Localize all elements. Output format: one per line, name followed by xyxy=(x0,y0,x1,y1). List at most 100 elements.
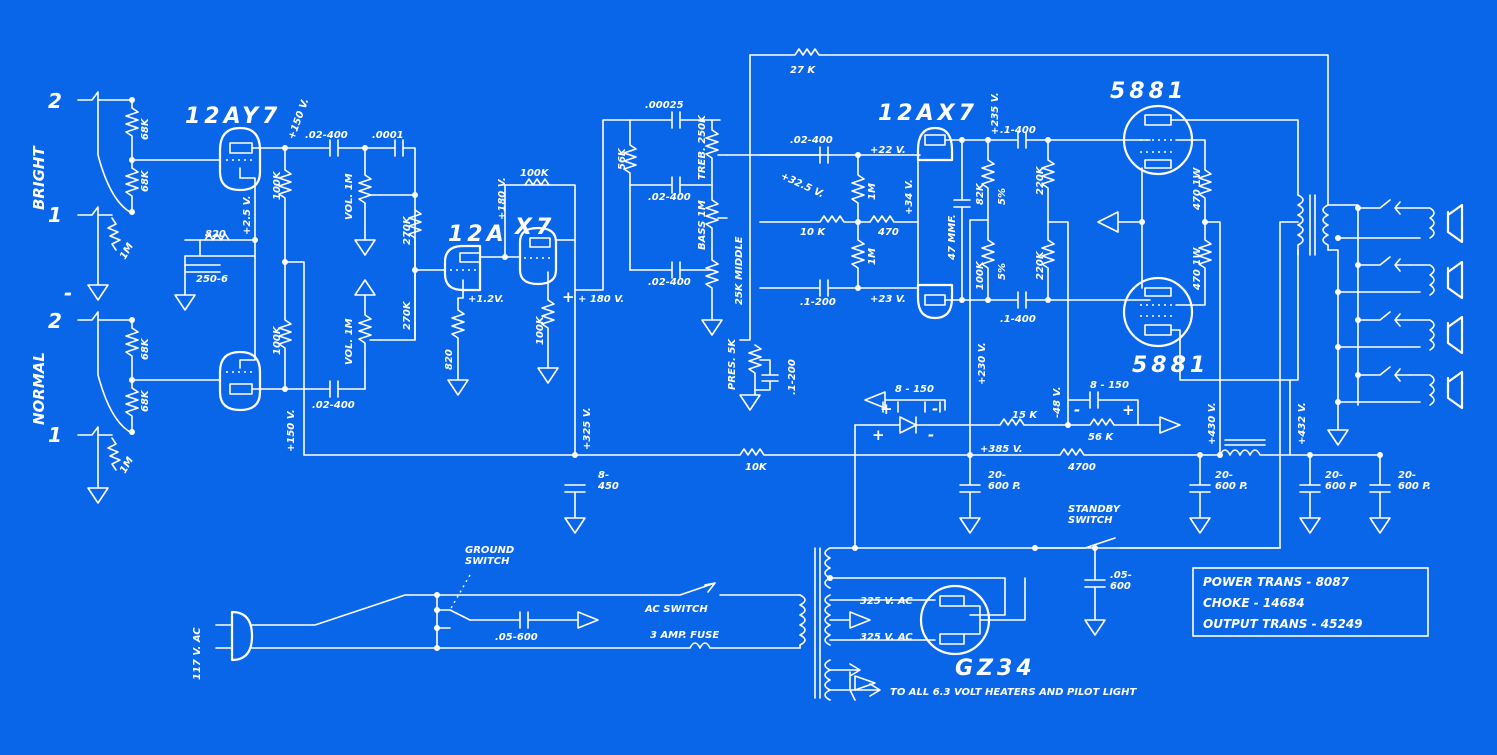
presence-label: PRES. 5K xyxy=(727,338,738,390)
power-supply-rail: 8 - 150 + - + - 15 K -48 V. 56 K 8 - 150… xyxy=(303,379,1431,549)
capacitor-02-400-c xyxy=(629,176,713,194)
resistor-1m-d xyxy=(851,221,865,289)
hv-winding-1 xyxy=(824,547,831,589)
tube-v5-label: 5881 xyxy=(1132,353,1209,378)
voltage-180-b-label: + 180 V. xyxy=(578,294,624,305)
capacitor-05-600-b xyxy=(469,611,579,629)
voltage-1-2-label: +1.2V. xyxy=(468,294,504,305)
plus-sign: + xyxy=(880,400,893,418)
bass-pot[interactable] xyxy=(705,184,719,251)
tolerance-5-a-label: 5% xyxy=(997,188,1008,205)
middle-label: 25K MIDDLE xyxy=(734,236,745,305)
speaker-jack[interactable] xyxy=(1337,366,1421,403)
voltage-430-label: +430 V. xyxy=(1207,402,1218,445)
resistor-68k-b xyxy=(125,159,139,213)
treble-label: TREB. 250K xyxy=(697,114,708,180)
capacitor-02-400-d-label: .02-400 xyxy=(648,277,691,288)
voltage-180-a-label: +180 V. xyxy=(497,177,508,220)
legend-power-transformer: POWER TRANS - 8087 xyxy=(1203,575,1350,589)
rectifier-plates xyxy=(829,599,936,641)
tolerance-5-b-label: 5% xyxy=(997,263,1008,280)
tube-v2-a-envelope xyxy=(443,244,482,292)
capacitor-47mmf xyxy=(953,139,971,301)
jack-normal-2[interactable] xyxy=(77,311,133,321)
junction-dot xyxy=(1092,545,1098,551)
output-transformer-primary xyxy=(1297,194,1304,256)
resistor-100k-e-label: 100K xyxy=(975,260,986,290)
ac-line-hot xyxy=(251,594,438,651)
tube-v2-section: 12A X7 100K +180 V. +1.2V. 820 100K + + … xyxy=(443,119,631,534)
normal-channel-label: NORMAL xyxy=(30,352,48,425)
voltage-2-5-label: +2.5 V. xyxy=(242,195,253,235)
resistor-470-c-label: 470 1W xyxy=(1192,247,1203,291)
bias-diode xyxy=(854,416,1001,434)
resistor-1m-a-label: 1M xyxy=(118,241,136,261)
voice-coil xyxy=(1409,374,1435,406)
resistor-56k-b xyxy=(1067,399,1161,426)
output-transformer-core xyxy=(1309,194,1316,256)
center-tap xyxy=(1279,221,1299,549)
jack-bright-2-label: 2 xyxy=(48,89,62,113)
bias-input-arrow xyxy=(864,391,946,411)
speaker-jack[interactable] xyxy=(1337,256,1421,293)
ac-plug-pins xyxy=(215,624,233,649)
jack-normal-1[interactable] xyxy=(77,426,113,436)
legend-frame xyxy=(1192,567,1429,637)
speaker-2 xyxy=(1335,256,1464,300)
jack-normal-1-label: 1 xyxy=(48,423,62,447)
tube-v3-section: 12AX7 .02-400 +22 V. +32.5 V. 1M 1M 10 K… xyxy=(759,92,1151,456)
resistor-68k-c-label: 68K xyxy=(140,337,151,360)
standby-switch[interactable] xyxy=(1034,537,1281,549)
junction-dot xyxy=(129,377,135,383)
ground-switch[interactable] xyxy=(436,609,471,629)
treble-pot[interactable] xyxy=(705,119,719,186)
bright-channel-label: BRIGHT xyxy=(30,145,48,210)
volume-1-label: VOL. 1M xyxy=(344,173,355,220)
jack-bright-1[interactable] xyxy=(77,206,113,216)
mixing-resistors xyxy=(379,194,422,341)
capacitor-250-6-label: 250-6 xyxy=(196,274,228,285)
capacitor-02-400-a-label: .02-400 xyxy=(305,130,348,141)
capacitor-00025 xyxy=(629,111,721,129)
bias-network xyxy=(759,159,919,223)
ground-symbol xyxy=(87,487,109,504)
rectifier-plate-a xyxy=(939,595,965,607)
speaker-jack[interactable] xyxy=(1337,311,1421,348)
ac-switch[interactable] xyxy=(436,582,801,596)
resistor-100k-a-label: 100K xyxy=(272,170,283,200)
junction-dot xyxy=(434,607,440,613)
junction-dot xyxy=(129,429,135,435)
junction-dot xyxy=(1139,219,1145,225)
volume-pot-bright[interactable] xyxy=(358,147,372,241)
resistor-1m-c-label: 1M xyxy=(867,183,878,200)
resistor-100k-c xyxy=(524,178,550,186)
junction-dot xyxy=(985,137,991,143)
resistor-56k xyxy=(623,119,637,271)
tube-v4-plate xyxy=(1144,114,1172,126)
junction-dot xyxy=(1045,297,1051,303)
resistor-470-b-label: 470 1W xyxy=(1192,167,1203,211)
capacitor-02-400-d xyxy=(629,261,713,279)
ground-symbol xyxy=(1327,429,1349,446)
volume-2-label: VOL. 1M xyxy=(344,318,355,365)
tube-v1-lower-plate xyxy=(229,383,253,395)
capacitor-20-600-d-label: 20-600 P. xyxy=(1398,470,1431,492)
jack-bright-2[interactable] xyxy=(77,91,133,101)
speaker-jack[interactable] xyxy=(1337,199,1421,239)
wire xyxy=(184,239,256,257)
middle-pot[interactable] xyxy=(705,249,719,321)
power-transformer-primary xyxy=(799,594,806,649)
resistor-1m-d-label: 1M xyxy=(867,248,878,265)
volume-pot-normal[interactable] xyxy=(358,294,372,390)
capacitor-8-450-label: 8-450 xyxy=(597,470,619,492)
presence-pot[interactable] xyxy=(739,54,762,396)
tube-v1-label: 12AY7 xyxy=(185,104,281,129)
voice-coil xyxy=(1409,207,1435,239)
capacitor-02-400-c-label: .02-400 xyxy=(648,192,691,203)
resistor-220k-a-label: 220K xyxy=(1035,165,1046,195)
arrow-icon xyxy=(1394,258,1411,272)
capacitor-20-600-a-label: 20-600 P. xyxy=(988,470,1021,492)
resistor-10k-b-label: 10K xyxy=(745,462,768,473)
plate-wire xyxy=(1170,249,1299,381)
resistor-15k xyxy=(999,418,1069,426)
